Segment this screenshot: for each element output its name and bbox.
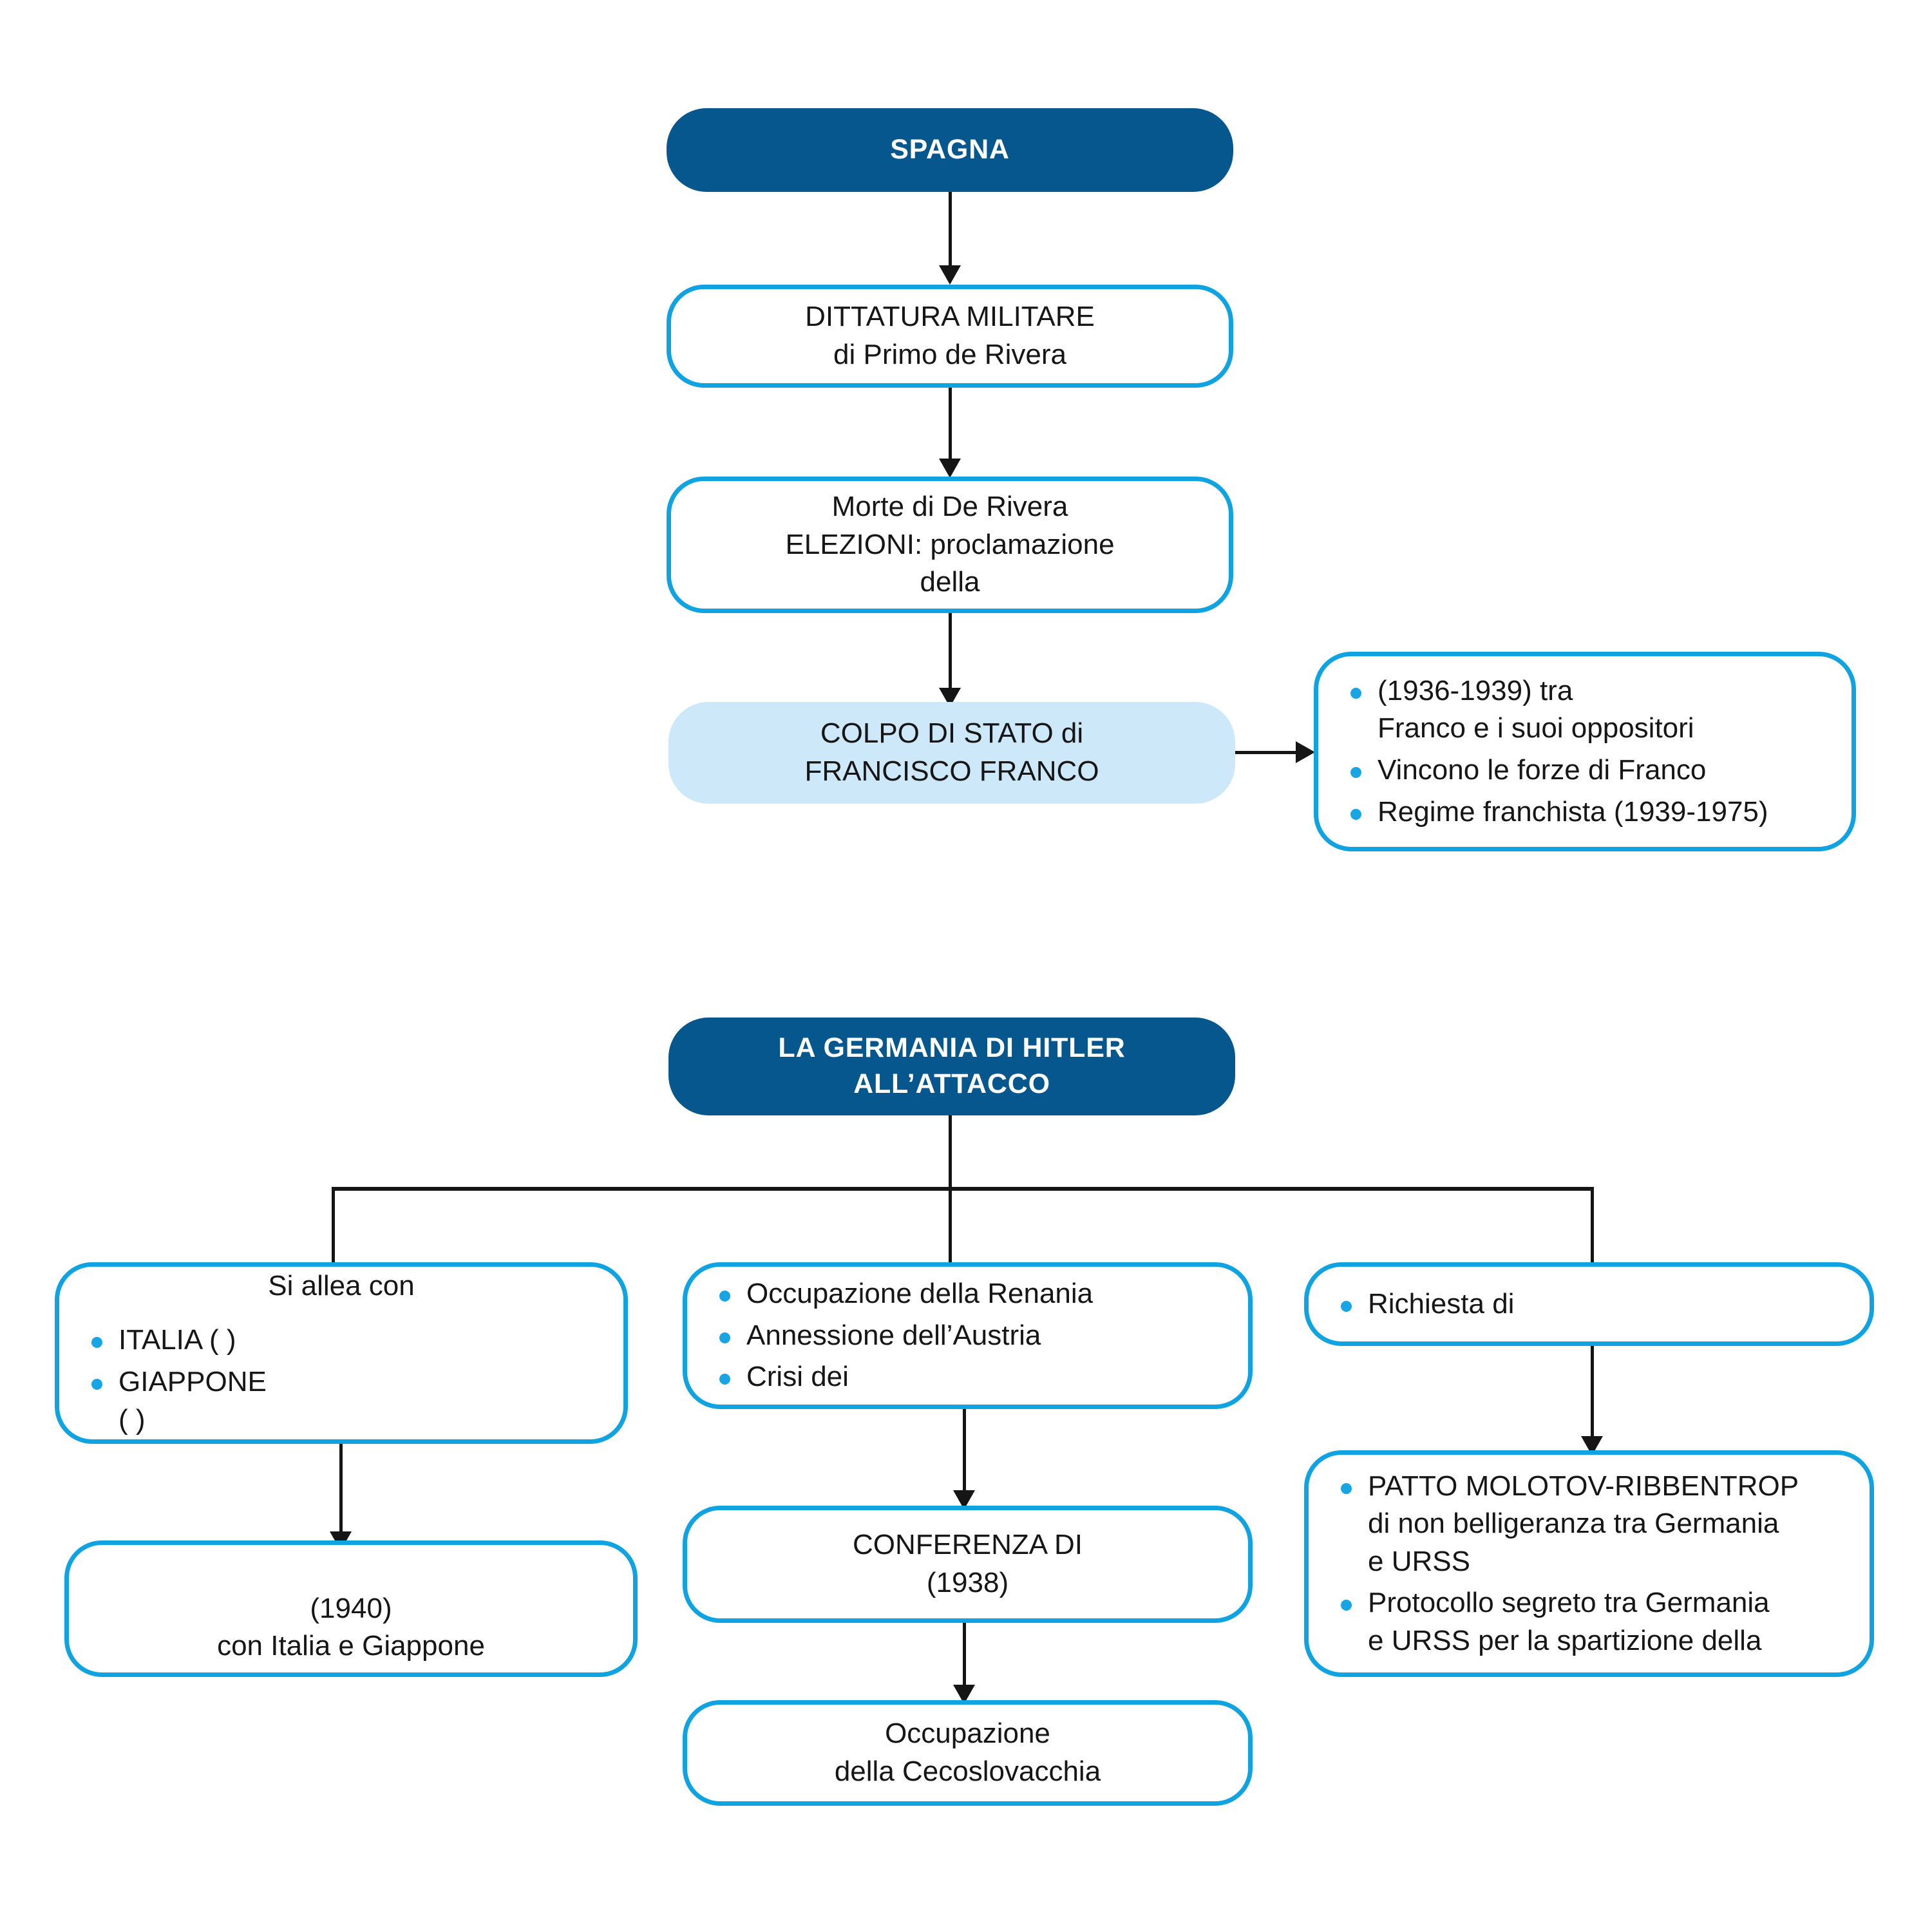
connector-branch-middle: [949, 1187, 952, 1272]
node-patto-tripartito-1940-label: (1940) con Italia e Giappone: [217, 1592, 485, 1662]
list-item: Crisi dei: [715, 1358, 1226, 1396]
arrowhead-colpo-to-guerra: [1296, 741, 1315, 763]
arrowhead-dittatura-to-morte: [939, 459, 961, 478]
connector-dittatura-to-morte: [949, 388, 952, 464]
connector-spagna-to-dittatura: [949, 192, 952, 269]
si-allea-con-intro: Si allea con: [268, 1269, 415, 1302]
connector-germania-crossbar: [332, 1187, 1594, 1191]
connector-colpo-to-guerra: [1235, 751, 1303, 754]
node-germania-header: LA GERMANIA DI HITLER ALL’ATTACCO: [668, 1018, 1235, 1115]
node-dittatura-militare-label: DITTATURA MILITARE di Primo de Rivera: [805, 301, 1095, 370]
list-item: (1936-1939) tra Franco e i suoi opposito…: [1347, 672, 1830, 748]
node-conferenza-1938: CONFERENZA DI (1938): [683, 1506, 1253, 1623]
list-item: Occupazione della Renania: [715, 1275, 1226, 1313]
list-item: Annessione dell’Austria: [715, 1317, 1226, 1355]
list-item: PATTO MOLOTOV-RIBBENTROP di non belliger…: [1337, 1468, 1848, 1581]
connector-branch-left: [332, 1187, 335, 1272]
arrowhead-spagna-to-dittatura: [939, 265, 961, 285]
list-item: Protocollo segreto tra Germania e URSS p…: [1337, 1584, 1848, 1660]
node-colpo-di-stato-label: COLPO DI STATO di FRANCISCO FRANCO: [804, 717, 1099, 787]
connector-branch-right: [1591, 1187, 1594, 1272]
node-morte-elezioni: Morte di De Rivera ELEZIONI: proclamazio…: [667, 477, 1233, 613]
list-item: Vincono le forze di Franco: [1347, 752, 1830, 790]
node-guerra-civile-bullets: (1936-1939) tra Franco e i suoi opposito…: [1314, 652, 1856, 851]
node-occupazione-cecoslovacchia: Occupazione della Cecoslovacchia: [683, 1700, 1253, 1806]
list-item: Richiesta di: [1337, 1285, 1848, 1323]
node-conferenza-1938-label: CONFERENZA DI (1938): [853, 1529, 1083, 1598]
node-spagna-header-label: SPAGNA: [890, 134, 1010, 166]
list-item: GIAPPONE ( ): [88, 1363, 601, 1439]
patto-molotov-bullet-list: PATTO MOLOTOV-RIBBENTROP di non belliger…: [1309, 1468, 1870, 1660]
connector-richiesta-to-patto-molotov: [1591, 1346, 1594, 1444]
node-espansione-bullets: Occupazione della Renania Annessione del…: [683, 1262, 1253, 1409]
node-patto-molotov-ribbentrop: PATTO MOLOTOV-RIBBENTROP di non belliger…: [1304, 1450, 1874, 1677]
list-item: ITALIA ( ): [88, 1321, 601, 1359]
connector-espansione-to-conferenza: [963, 1409, 966, 1498]
connector-alleanza-to-patto-tripartito: [339, 1444, 343, 1539]
node-patto-tripartito-1940: (1940) con Italia e Giappone: [64, 1540, 638, 1677]
node-occupazione-cecoslovacchia-label: Occupazione della Cecoslovacchia: [834, 1718, 1101, 1787]
node-si-allea-con: Si allea con ITALIA ( ) GIAPPONE ( ): [55, 1262, 628, 1444]
richiesta-bullet-list: Richiesta di: [1309, 1285, 1870, 1323]
connector-morte-to-colpo: [949, 613, 952, 693]
espansione-bullet-list: Occupazione della Renania Annessione del…: [687, 1275, 1248, 1396]
guerra-civile-bullet-list: (1936-1939) tra Franco e i suoi opposito…: [1318, 672, 1852, 831]
node-dittatura-militare: DITTATURA MILITARE di Primo de Rivera: [667, 285, 1233, 388]
connector-conferenza-to-occupazione: [963, 1623, 966, 1705]
si-allea-con-bullet-list: ITALIA ( ) GIAPPONE ( ): [59, 1321, 623, 1439]
node-colpo-di-stato: COLPO DI STATO di FRANCISCO FRANCO: [668, 702, 1235, 804]
list-item: Regime franchista (1939-1975): [1347, 793, 1830, 831]
node-germania-header-label: LA GERMANIA DI HITLER ALL’ATTACCO: [778, 1032, 1126, 1099]
connector-germania-stem: [949, 1115, 952, 1190]
node-morte-elezioni-label: Morte di De Rivera ELEZIONI: proclamazio…: [785, 491, 1115, 598]
node-spagna-header: SPAGNA: [667, 108, 1233, 192]
node-richiesta-di: Richiesta di: [1304, 1262, 1874, 1346]
